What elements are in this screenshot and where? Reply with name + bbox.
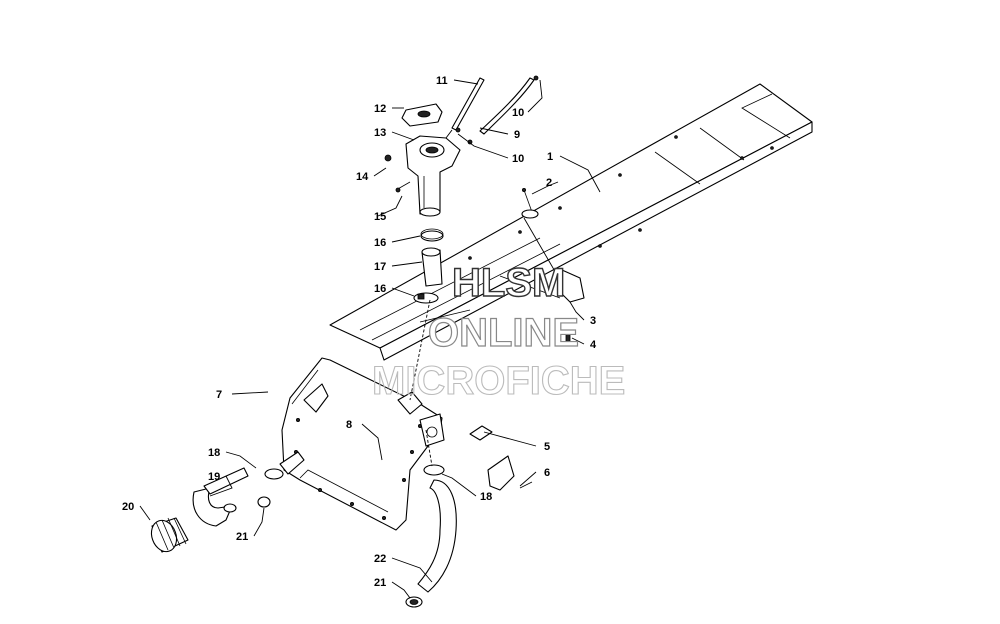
watermark-line-1: HLSM: [452, 261, 565, 305]
coolant-hoses-front: [150, 451, 457, 608]
callout-18b: 18: [480, 491, 492, 503]
callout-22: 22: [374, 553, 386, 565]
callout-10b: 10: [512, 153, 524, 165]
callout-13: 13: [374, 127, 386, 139]
callout-5: 5: [544, 441, 550, 453]
callout-19: 19: [208, 471, 220, 483]
front-bulkhead: [281, 357, 445, 531]
callout-7: 7: [216, 389, 222, 401]
callout-4: 4: [590, 339, 597, 351]
callout-2: 2: [546, 177, 552, 189]
callout-16a: 16: [374, 237, 386, 249]
small-parts-right: [469, 187, 585, 491]
callout-14: 14: [356, 171, 369, 183]
callout-6: 6: [544, 467, 550, 479]
callout-10a: 10: [512, 107, 524, 119]
watermark-line-2: ONLINE: [428, 311, 579, 355]
callout-11: 11: [436, 75, 448, 87]
callout-21b: 21: [374, 577, 386, 589]
fill-neck-assembly: [384, 103, 461, 217]
callout-17: 17: [374, 261, 386, 273]
hose-17-clamps-16: [413, 228, 444, 304]
watermark-line-3: MICROFICHE: [372, 359, 625, 403]
callout-1: 1: [547, 151, 553, 163]
callout-16b: 16: [374, 283, 386, 295]
leader-lines: [139, 79, 601, 599]
tunnel-assembly: [329, 83, 813, 361]
callout-21a: 21: [236, 531, 248, 543]
callout-18a: 18: [208, 447, 220, 459]
callout-15: 15: [374, 211, 386, 223]
callout-9: 9: [514, 129, 520, 141]
callout-20: 20: [122, 501, 134, 513]
callout-3: 3: [590, 315, 596, 327]
vent-hoses: [445, 75, 539, 145]
watermark: HLSM ONLINE MICROFICHE: [371, 260, 625, 403]
callout-labels: 11 12 10 13 9 10 1 14 2 15 16 17 16 3 4 …: [122, 75, 597, 589]
callout-8: 8: [346, 419, 352, 431]
callout-12: 12: [374, 103, 386, 115]
